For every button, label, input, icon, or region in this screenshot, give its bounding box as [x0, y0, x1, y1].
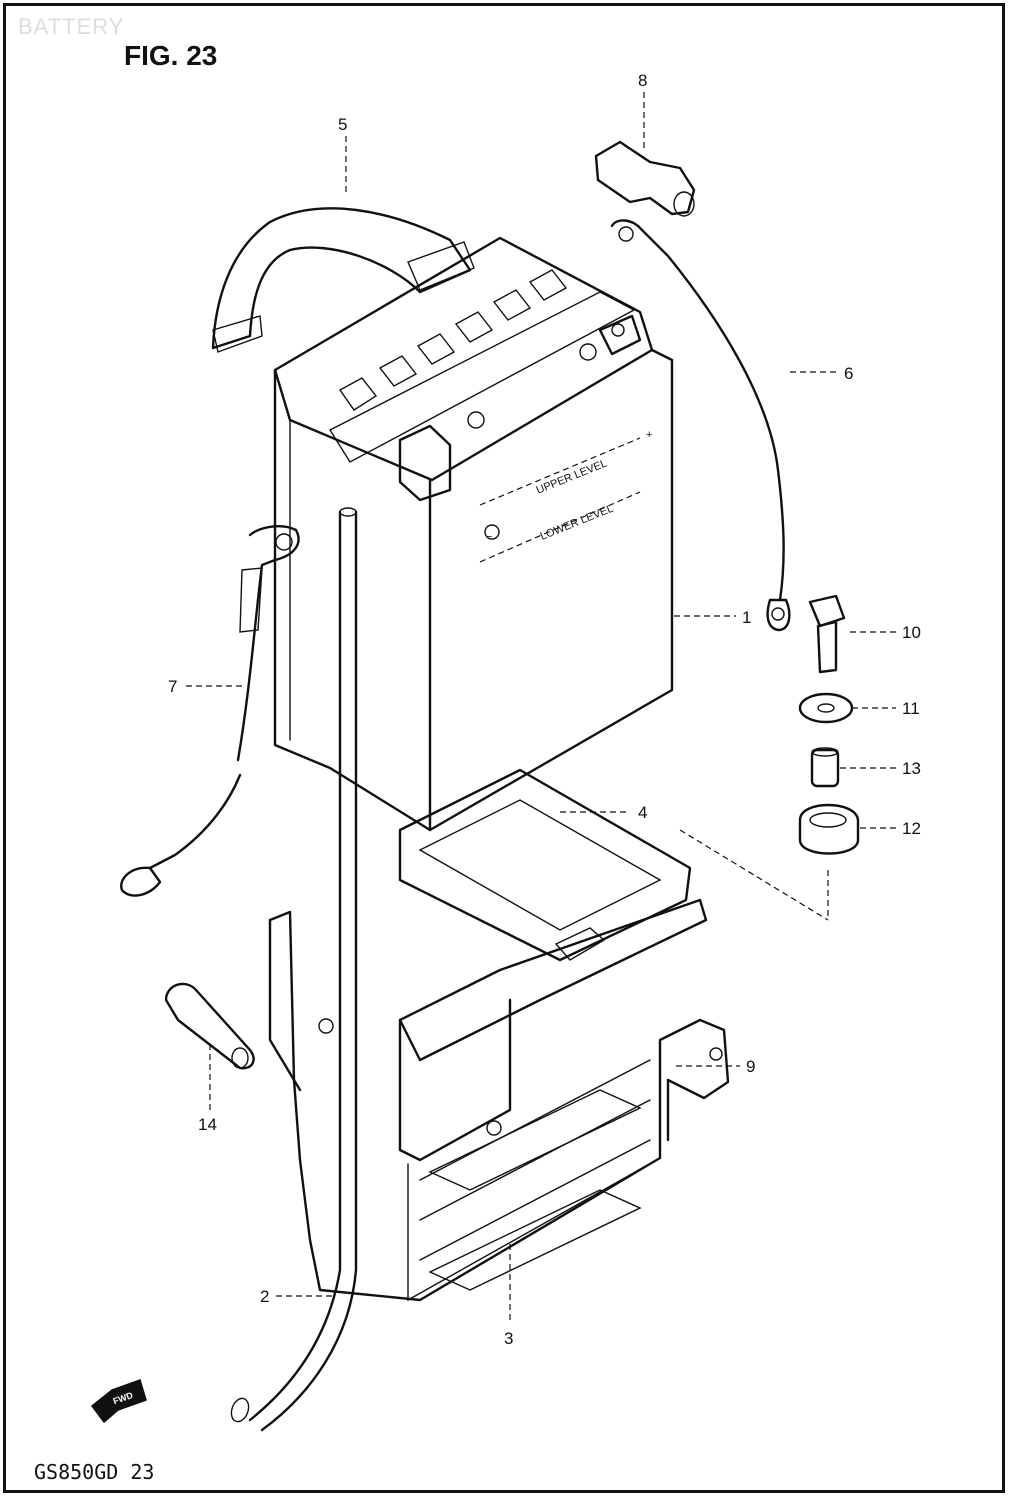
leader-lines: [186, 92, 896, 1322]
diagram-frame: [3, 3, 1005, 1493]
part-8-terminal-cover[interactable]: [594, 140, 696, 217]
callout-8: 8: [638, 71, 647, 90]
callout-14: 14: [198, 1115, 217, 1134]
part-2-breather-tube[interactable]: [228, 507, 358, 1432]
part-6-positive-cable[interactable]: [610, 219, 791, 632]
callout-5: 5: [338, 115, 347, 134]
callout-7: 7: [168, 677, 177, 696]
minus-marking: −: [486, 531, 492, 543]
part-5-battery-strap[interactable]: [211, 207, 475, 353]
part-11-washer[interactable]: [798, 692, 854, 724]
plus-marking: +: [646, 429, 652, 441]
callout-10: 10: [902, 623, 921, 642]
callout-2: 2: [260, 1287, 269, 1306]
callout-11: 11: [902, 699, 920, 718]
model-code: GS850GD 23: [34, 1460, 155, 1484]
lower-level-marking: LOWER LEVEL: [539, 503, 615, 543]
part-12-grommet[interactable]: [798, 803, 860, 855]
callout-13: 13: [902, 759, 921, 778]
callout-3: 3: [504, 1329, 513, 1348]
callout-4: 4: [638, 803, 647, 822]
part-10-bolt[interactable]: [808, 594, 846, 674]
callout-1: 1: [742, 608, 751, 627]
callout-9: 9: [746, 1057, 755, 1076]
part-1-battery[interactable]: [273, 236, 674, 832]
part-7-negative-cable[interactable]: [120, 525, 300, 897]
section-title: BATTERY: [18, 14, 125, 39]
callout-12: 12: [902, 819, 921, 838]
part-14-clip[interactable]: [164, 982, 255, 1070]
part-13-collar[interactable]: [810, 747, 840, 788]
part-9-battery-holder[interactable]: [268, 898, 730, 1302]
part-3-cushion[interactable]: [428, 1089, 642, 1291]
callout-6: 6: [844, 364, 853, 383]
part-4-tray-pad[interactable]: [398, 768, 692, 962]
forward-direction-badge: FWD: [90, 1379, 147, 1424]
figure-title: FIG. 23: [124, 40, 218, 71]
